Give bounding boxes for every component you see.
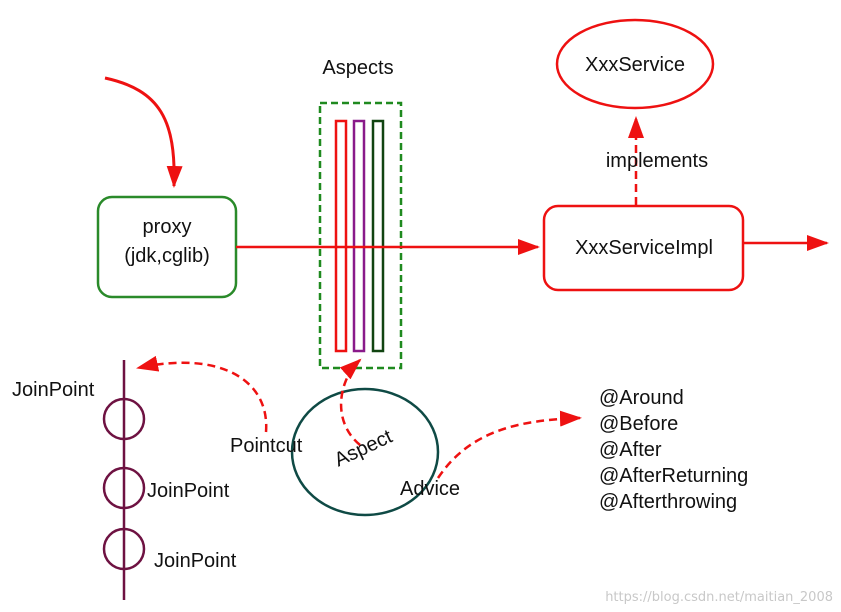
- aspect-to-aspects-arrow: [339, 358, 362, 446]
- aspects-label: Aspects: [322, 57, 393, 79]
- aspect-bar-red: [334, 119, 348, 353]
- service-impl-label: XxxServiceImpl: [575, 237, 713, 259]
- proxy-label-line1: proxy: [143, 216, 192, 238]
- joinpoint-label-2: JoinPoint: [147, 480, 230, 502]
- implements-label: implements: [606, 150, 708, 172]
- joinpoint-circle-3: [102, 527, 146, 571]
- incoming-call-arrow: [104, 76, 183, 188]
- advice-type-list: @Around @Before @After @AfterReturning @Afte…: [599, 387, 748, 513]
- joinpoint-label-1: JoinPoint: [12, 379, 95, 401]
- service-interface-label: XxxService: [585, 54, 685, 76]
- pointcut-label: Pointcut: [230, 435, 303, 457]
- service-interface-ellipse: [555, 18, 715, 110]
- aspect-ellipse: [290, 387, 440, 517]
- aspect-bar-purple: [352, 119, 366, 353]
- joinpoint-circle-1: [102, 397, 146, 441]
- watermark: https://blog.csdn.net/maitian_2008: [605, 590, 833, 605]
- aspect-bar-darkgreen: [371, 119, 385, 353]
- joinpoint-label-3: JoinPoint: [154, 550, 237, 572]
- advice-type-item: @After: [599, 439, 662, 461]
- advice-type-item: @AfterReturning: [599, 465, 748, 487]
- joinpoint-circle-2: [102, 466, 146, 510]
- proxy-label-line2: (jdk,cglib): [124, 245, 210, 267]
- aspect-label: Aspect: [331, 425, 396, 471]
- advice-type-item: @Afterthrowing: [599, 491, 737, 513]
- pointcut-to-joinpoint-arrow: [136, 355, 268, 433]
- advice-type-item: @Before: [599, 413, 678, 435]
- advice-to-types-arrow: [436, 410, 582, 479]
- advice-label: Advice: [400, 478, 460, 500]
- advice-type-item: @Around: [599, 387, 684, 409]
- service-impl-box: [542, 204, 745, 292]
